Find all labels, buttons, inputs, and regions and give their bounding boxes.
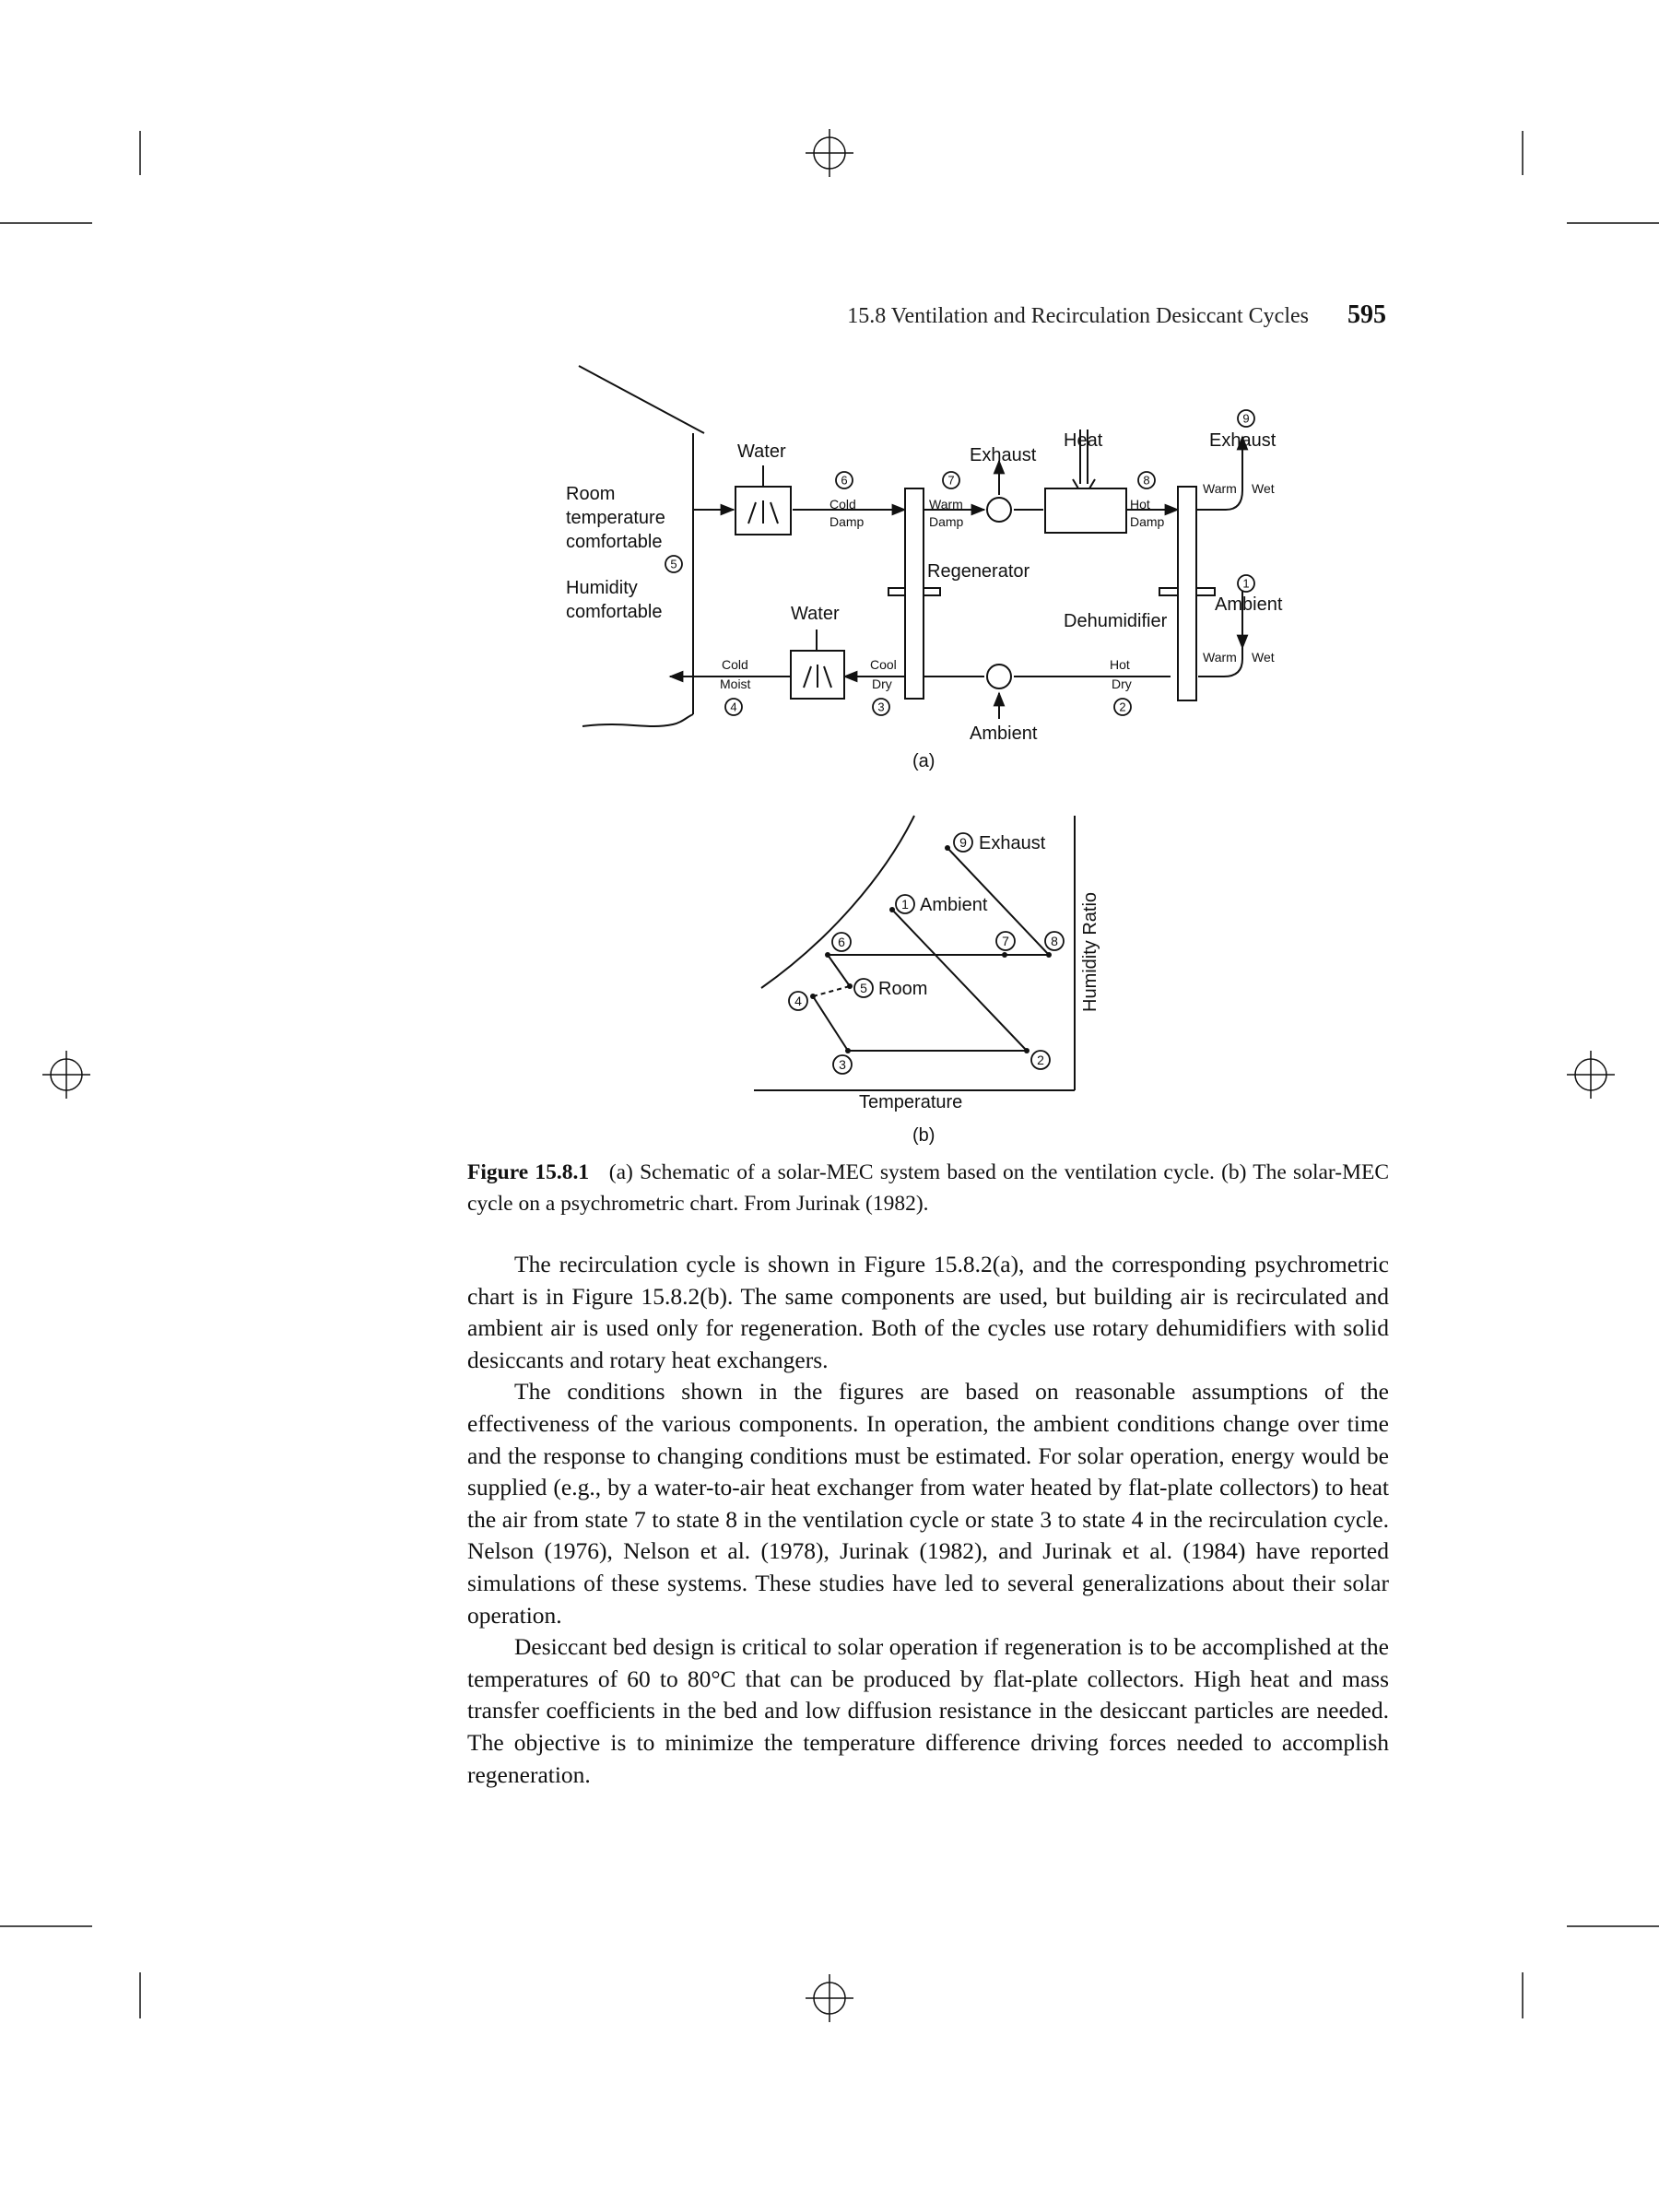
process-4-5 <box>812 985 851 997</box>
label-dehumidifier: Dehumidifier <box>1064 611 1168 631</box>
chart-ylabel: Humidity Ratio <box>1080 892 1100 1012</box>
process-6-5 <box>827 954 851 987</box>
chart-state-2: 2 <box>1037 1053 1044 1067</box>
state-8-line2: Damp <box>1130 514 1165 529</box>
page-number: 595 <box>1347 300 1386 329</box>
schematic-state-6: 6 <box>841 474 847 488</box>
label-room-1: Room <box>566 484 615 504</box>
schematic-state-2: 2 <box>1119 700 1125 714</box>
state-4-line2: Moist <box>720 677 751 691</box>
schematic-state-9: 9 <box>1242 412 1249 426</box>
figure-caption-text: (a) Schematic of a solar-MEC system base… <box>467 1160 1390 1216</box>
schematic-diagram: 6 7 8 9 1 5 4 3 2 Water Exhaust Heat Exh… <box>566 365 1283 771</box>
header-section-title: 15.8 Ventilation and Recirculation Desic… <box>847 304 1309 328</box>
chart-state-9: 9 <box>959 835 967 850</box>
fan-bottom <box>986 664 1012 689</box>
label-room-3: comfortable <box>566 532 663 552</box>
evaporative-cooler-top <box>735 486 792 535</box>
state-6-line1: Cold <box>830 497 856 512</box>
schematic-state-3: 3 <box>877 700 884 714</box>
state-4-line1: Cold <box>722 657 748 672</box>
chart-state-8: 8 <box>1051 934 1058 948</box>
state-9-line2: Wet <box>1252 481 1275 496</box>
label-exhaust-right: Exhaust <box>1209 430 1277 451</box>
paragraph: The conditions shown in the figures are … <box>467 1378 1389 1629</box>
label-ambient-right: Ambient <box>1215 594 1283 615</box>
label-room-2: temperature <box>566 508 665 528</box>
label-regenerator: Regenerator <box>927 561 1030 582</box>
building-ground <box>582 713 694 727</box>
state-3-line1: Cool <box>870 657 897 672</box>
figure-caption-label: Figure 15.8.1 <box>467 1160 590 1184</box>
process-1-2 <box>891 909 1028 1052</box>
chart-xlabel: Temperature <box>859 1092 962 1112</box>
label-water-bottom: Water <box>791 604 840 624</box>
chart-sublabel: (b) <box>912 1125 935 1146</box>
process-9-8 <box>947 847 1050 956</box>
state-7-line2: Damp <box>929 514 964 529</box>
heater <box>1044 488 1127 534</box>
state-8-line1: Hot <box>1130 497 1150 512</box>
state-7-line1: Warm <box>929 497 963 512</box>
chart-state-1: 1 <box>901 897 909 912</box>
state-1-line1: Warm <box>1203 650 1237 665</box>
state-2-line2: Dry <box>1112 677 1132 691</box>
process-4-3 <box>812 995 849 1052</box>
state-2-line1: Hot <box>1110 657 1130 672</box>
chart-state-3: 3 <box>839 1057 846 1072</box>
paragraph: The recirculation cycle is shown in Figu… <box>467 1251 1389 1373</box>
chart-state-7: 7 <box>1002 934 1009 948</box>
schematic-sublabel: (a) <box>912 751 935 771</box>
label-humidity-2: comfortable <box>566 602 663 622</box>
registration-mark-right <box>1567 1051 1615 1099</box>
state-9-line1: Warm <box>1203 481 1237 496</box>
psychrometric-chart: 9 1 6 7 8 5 4 3 2 Exhaust Ambient Room T… <box>754 815 1100 1146</box>
body-text: The recirculation cycle is shown in Figu… <box>467 1249 1389 1791</box>
saturation-curve <box>760 815 915 989</box>
fan-top <box>986 497 1012 523</box>
chart-label-ambient: Ambient <box>920 895 988 915</box>
chart-label-room: Room <box>878 979 927 999</box>
schematic-state-5: 5 <box>670 558 677 571</box>
paragraph: Desiccant bed design is critical to sola… <box>467 1633 1389 1788</box>
label-exhaust-top: Exhaust <box>970 445 1037 465</box>
registration-mark-bottom <box>806 1974 853 2022</box>
state-6-line2: Damp <box>830 514 865 529</box>
chart-state-6: 6 <box>838 935 845 949</box>
state-3-line2: Dry <box>872 677 892 691</box>
state-1-line2: Wet <box>1252 650 1275 665</box>
schematic-state-4: 4 <box>730 700 736 714</box>
label-humidity-1: Humidity <box>566 578 638 598</box>
label-water-top: Water <box>737 441 786 462</box>
building-roof-line <box>578 365 705 434</box>
registration-mark-left <box>42 1051 90 1099</box>
registration-mark-top <box>806 129 853 177</box>
label-ambient-bottom: Ambient <box>970 724 1038 744</box>
label-heat: Heat <box>1064 430 1103 451</box>
figure-caption: Figure 15.8.1 (a) Schematic of a solar-M… <box>467 1157 1389 1219</box>
schematic-state-7: 7 <box>947 474 954 488</box>
chart-state-4: 4 <box>794 994 802 1008</box>
chart-label-exhaust: Exhaust <box>979 833 1046 853</box>
schematic-state-8: 8 <box>1143 474 1149 488</box>
running-header: 15.8 Ventilation and Recirculation Desic… <box>553 297 1392 334</box>
schematic-state-1: 1 <box>1242 577 1249 591</box>
chart-state-5: 5 <box>860 981 867 995</box>
